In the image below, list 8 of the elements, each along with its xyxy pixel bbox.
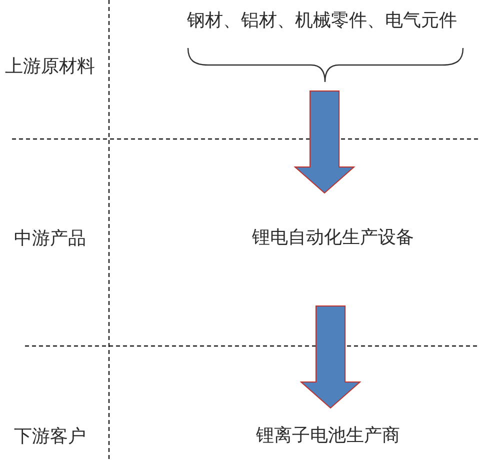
row-label: 下游客户 (14, 426, 86, 448)
row-label: 中游产品 (14, 228, 86, 250)
block-arrow (294, 90, 356, 194)
stage-text: 锂离子电池生产商 (256, 425, 400, 447)
block-arrow (300, 306, 362, 409)
stage-text: 钢材、铝材、机械零件、电气元件 (187, 10, 457, 32)
stage-text: 锂电自动化生产设备 (252, 227, 414, 249)
row-label: 上游原材料 (5, 56, 95, 78)
